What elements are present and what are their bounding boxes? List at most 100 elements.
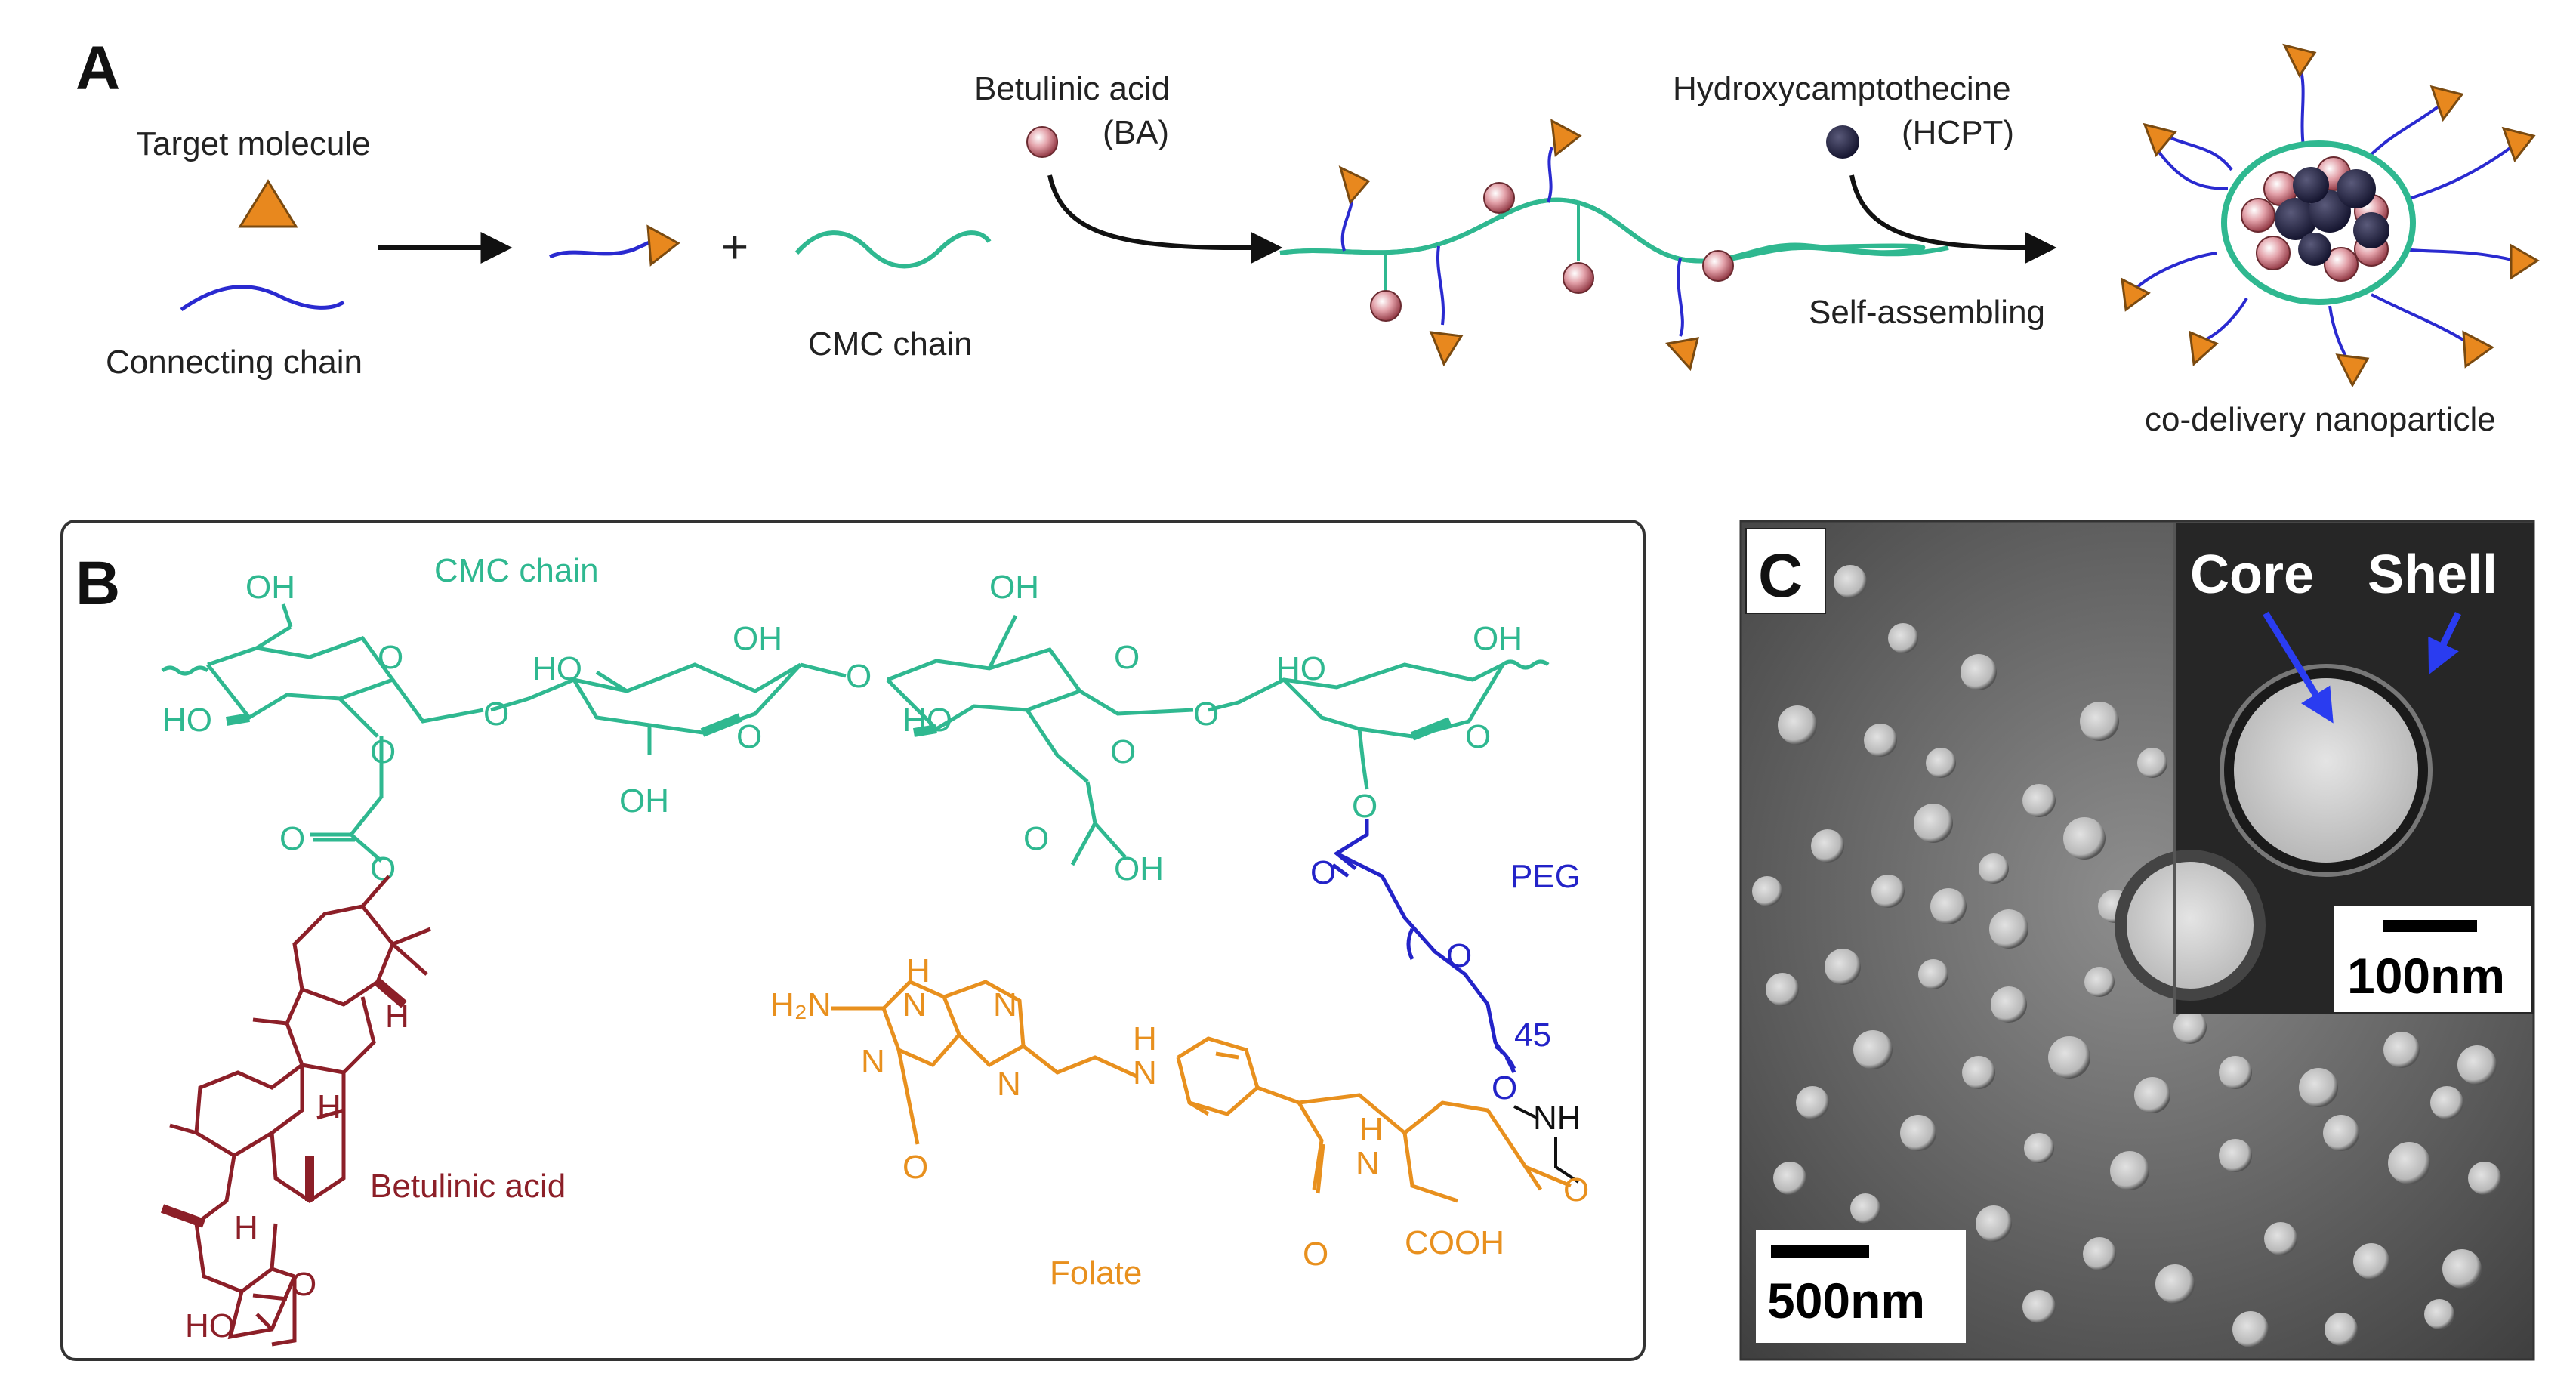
tem-particle — [2022, 784, 2056, 817]
connecting-chain-label: Connecting chain — [106, 344, 362, 381]
tem-particle — [1871, 875, 1905, 908]
self-assembling-label: Self-assembling — [1809, 294, 2045, 331]
main-scale-label: 500nm — [1767, 1273, 1925, 1329]
tem-particle — [2022, 1290, 2056, 1323]
tem-particle — [2063, 817, 2106, 860]
tem-particle — [1834, 565, 1867, 598]
tem-particle — [2264, 1222, 2297, 1255]
tem-particle — [1811, 829, 1844, 863]
atom-label: H — [906, 952, 930, 989]
atom-label: O — [736, 718, 762, 755]
atom-label: O — [1465, 718, 1491, 755]
tem-particle — [2155, 1264, 2195, 1304]
atom-label: HO — [185, 1307, 235, 1344]
tem-particle — [1853, 1030, 1893, 1069]
tem-particle — [2232, 1311, 2269, 1347]
atom-label: O — [1352, 788, 1377, 825]
hcpt-name-label: Hydroxycamptothecine — [1673, 70, 2011, 107]
tem-particle — [1766, 973, 1799, 1006]
hcpt-sphere-icon — [1826, 125, 1859, 159]
tem-particle — [2134, 1077, 2170, 1113]
ba-abbr-label: (BA) — [1103, 114, 1169, 151]
tem-particle — [1926, 748, 1956, 778]
cmc-chain-line — [794, 230, 992, 269]
arrow-2 — [1047, 174, 1283, 264]
tem-particle — [1962, 1056, 1995, 1089]
tem-particle — [1773, 1162, 1806, 1195]
plus-sign: + — [721, 221, 748, 273]
panel-b-frame — [60, 520, 1646, 1361]
tem-particles — [1752, 565, 2501, 1347]
atom-label: H — [1359, 1111, 1384, 1148]
polymer-ba-sphere-icon — [1483, 182, 1515, 214]
atom-label: N — [861, 1043, 885, 1080]
tem-particle — [2430, 1086, 2463, 1119]
conjugate-chain — [548, 239, 652, 259]
tem-particle — [1914, 804, 1953, 843]
tem-particle — [2457, 1045, 2497, 1085]
inset-scale-label: 100nm — [2347, 948, 2505, 1004]
atom-label: O — [291, 1266, 316, 1303]
cmc-chain-label: CMC chain — [808, 326, 973, 363]
atom-label: OH — [989, 569, 1039, 606]
polymer-ba-sphere-icon — [1370, 290, 1402, 322]
polymer-triangle-icon — [1665, 337, 1700, 372]
atom-label: N — [997, 1066, 1021, 1103]
polymer-triangle-icon — [1550, 119, 1582, 157]
inset-core — [2234, 678, 2418, 863]
atom-label: N — [1356, 1145, 1380, 1182]
atom-label: HO — [162, 702, 212, 739]
folate-structure — [831, 980, 1572, 1203]
panel-a-label: A — [76, 34, 120, 103]
inset-scalebar — [2383, 920, 2477, 932]
tem-particle — [2442, 1249, 2482, 1289]
atom-label: H — [1133, 1020, 1157, 1057]
main-scalebar — [1771, 1245, 1869, 1258]
tem-particle — [1961, 654, 1997, 690]
tem-particle — [1991, 986, 2027, 1023]
atom-label: H — [317, 1088, 341, 1125]
tem-particle — [2110, 1151, 2149, 1190]
cmc-structure — [161, 603, 1550, 866]
atom-label: O — [1193, 696, 1219, 733]
atom-label: O — [1492, 1069, 1517, 1106]
hcpt-abbr-label: (HCPT) — [1902, 114, 2014, 151]
connecting-chain-line — [180, 285, 345, 312]
tem-particle — [2080, 702, 2119, 741]
atom-label: O — [1110, 733, 1136, 770]
arrow-3 — [1849, 174, 2057, 264]
atom-label: O — [279, 820, 305, 857]
atom-label: HO — [1276, 650, 1326, 687]
tem-particle — [2173, 1011, 2207, 1044]
inset-partial-particle — [2115, 850, 2266, 1001]
atom-label: N — [1133, 1054, 1157, 1091]
cmc-chain-struct-label: CMC chain — [434, 552, 599, 589]
ba-sphere-icon — [1026, 126, 1058, 158]
nanoparticle-label: co-delivery nanoparticle — [2145, 401, 2496, 438]
tem-particle — [2137, 748, 2167, 778]
tem-particle — [1825, 949, 1861, 985]
tem-particle — [1918, 959, 1948, 989]
tem-particle — [1888, 623, 1918, 653]
atom-label: H₂N — [770, 986, 831, 1023]
target-molecule-triangle-icon — [238, 179, 298, 228]
atom-label: O — [378, 639, 403, 676]
polymer-ba-sphere-icon — [1702, 250, 1734, 282]
peg-struct-label: PEG — [1510, 858, 1581, 895]
tem-particle — [1979, 853, 2009, 884]
atom-label: OH — [1473, 620, 1522, 657]
conjugated-polymer — [1279, 119, 1949, 372]
atom-label: N — [993, 986, 1017, 1023]
atom-label: HO — [902, 702, 952, 739]
tem-particle — [2325, 1313, 2358, 1346]
panel-b: B — [60, 520, 1646, 1361]
atom-label: O — [1023, 820, 1049, 857]
atom-label: N — [902, 986, 927, 1023]
atom-label: OH — [619, 782, 669, 819]
tem-particle — [1850, 1193, 1880, 1224]
polymer-triangle-icon — [1429, 331, 1464, 367]
ba-name-label: Betulinic acid — [974, 70, 1170, 107]
atom-label: O — [370, 733, 396, 770]
tem-particle — [1752, 876, 1782, 906]
